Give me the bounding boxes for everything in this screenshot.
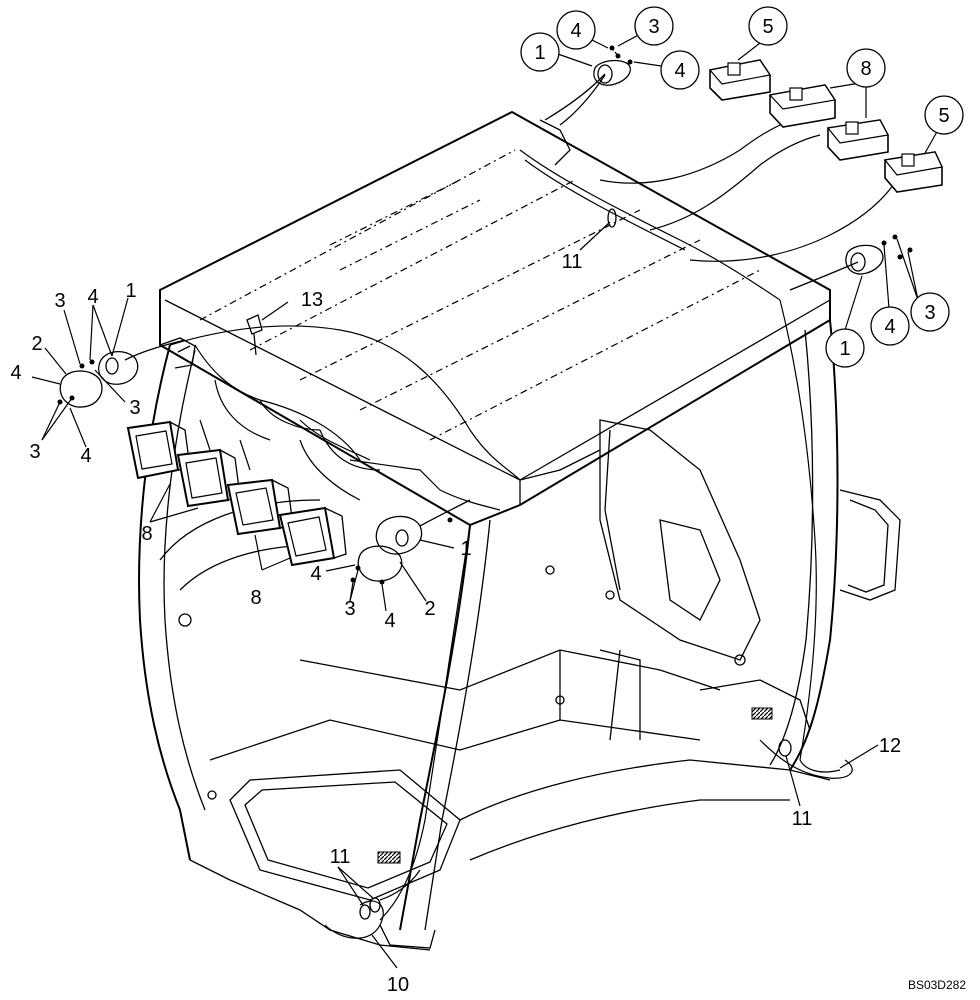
- callout-1-mid: 1: [460, 538, 471, 560]
- callout-8-left: 8: [141, 523, 152, 545]
- callout-8-mid: 8: [250, 587, 261, 609]
- callout-10: 10: [387, 974, 409, 996]
- front-work-lamp-4: [278, 506, 347, 567]
- callout-4-mid-b: 4: [384, 610, 395, 632]
- callout-label: 4: [570, 20, 581, 42]
- callout-label: 5: [938, 105, 949, 127]
- rear-work-lamp-1: [708, 59, 772, 101]
- callout-label: 5: [762, 16, 773, 38]
- callout-5-right: 5: [924, 95, 964, 135]
- rear-work-lamp-4: [883, 151, 943, 193]
- callout-label: 4: [674, 60, 685, 82]
- callout-3-left-bottom: 3: [29, 441, 40, 463]
- callout-1-right: 1: [825, 328, 865, 368]
- left-rear-post: [138, 344, 191, 861]
- callout-2-left: 2: [31, 333, 42, 355]
- rear-roof-light-assemblies: [539, 45, 943, 291]
- callout-3-left-top: 3: [54, 290, 65, 312]
- right-rear-post: [789, 319, 839, 771]
- callout-4-right: 4: [870, 306, 910, 346]
- callout-label: 4: [884, 316, 895, 338]
- cab-frame: [138, 110, 901, 951]
- callout-4-left-top: 4: [87, 286, 98, 308]
- callout-3-left-mid: 3: [129, 397, 140, 419]
- callout-3-top: 3: [634, 6, 674, 46]
- callout-label: 8: [860, 58, 871, 80]
- front-work-lamp-3: [226, 478, 294, 536]
- roof-outline: [159, 110, 831, 527]
- floor-plate-left: [229, 769, 461, 901]
- callout-label: 1: [534, 42, 545, 64]
- callout-11-roof: 11: [562, 251, 583, 273]
- callout-1-top: 1: [520, 32, 560, 72]
- callout-2-mid: 2: [424, 598, 435, 620]
- callout-4-top-b: 4: [660, 50, 700, 90]
- callout-label: 3: [648, 16, 659, 38]
- callout-4-left-mid: 4: [10, 362, 21, 384]
- callout-label: 1: [839, 338, 850, 360]
- connector-left: [377, 851, 401, 864]
- callout-label: 3: [924, 302, 935, 324]
- callout-5-top: 5: [748, 6, 788, 46]
- callout-leaders: [31, 31, 939, 969]
- callout-4-left-bottom: 4: [80, 445, 91, 467]
- callout-labels: 1 4 3 4 5 8 5 1: [10, 6, 964, 996]
- callout-11-right: 11: [792, 808, 813, 830]
- drawing-reference-code: BS03D282: [907, 978, 966, 992]
- callout-4-top-a: 4: [556, 10, 596, 50]
- callout-1-left: 1: [125, 280, 136, 302]
- front-work-lamp-2: [176, 448, 241, 508]
- callout-11-left: 11: [330, 846, 351, 868]
- callout-3-mid: 3: [344, 598, 355, 620]
- rear-work-lamp-3: [826, 119, 889, 161]
- wiring-harness: [169, 74, 901, 939]
- connector-right: [751, 707, 773, 720]
- callout-3-right: 3: [910, 292, 950, 332]
- callout-8-top: 8: [846, 48, 886, 88]
- front-work-lamp-1: [126, 420, 191, 480]
- front-roof-light-assemblies: [57, 314, 471, 585]
- rear-work-lamp-2: [768, 84, 837, 128]
- callout-4-mid-a: 4: [310, 563, 321, 585]
- front-left-post: [399, 524, 471, 931]
- callout-12: 12: [879, 735, 901, 757]
- callout-13: 13: [301, 289, 323, 311]
